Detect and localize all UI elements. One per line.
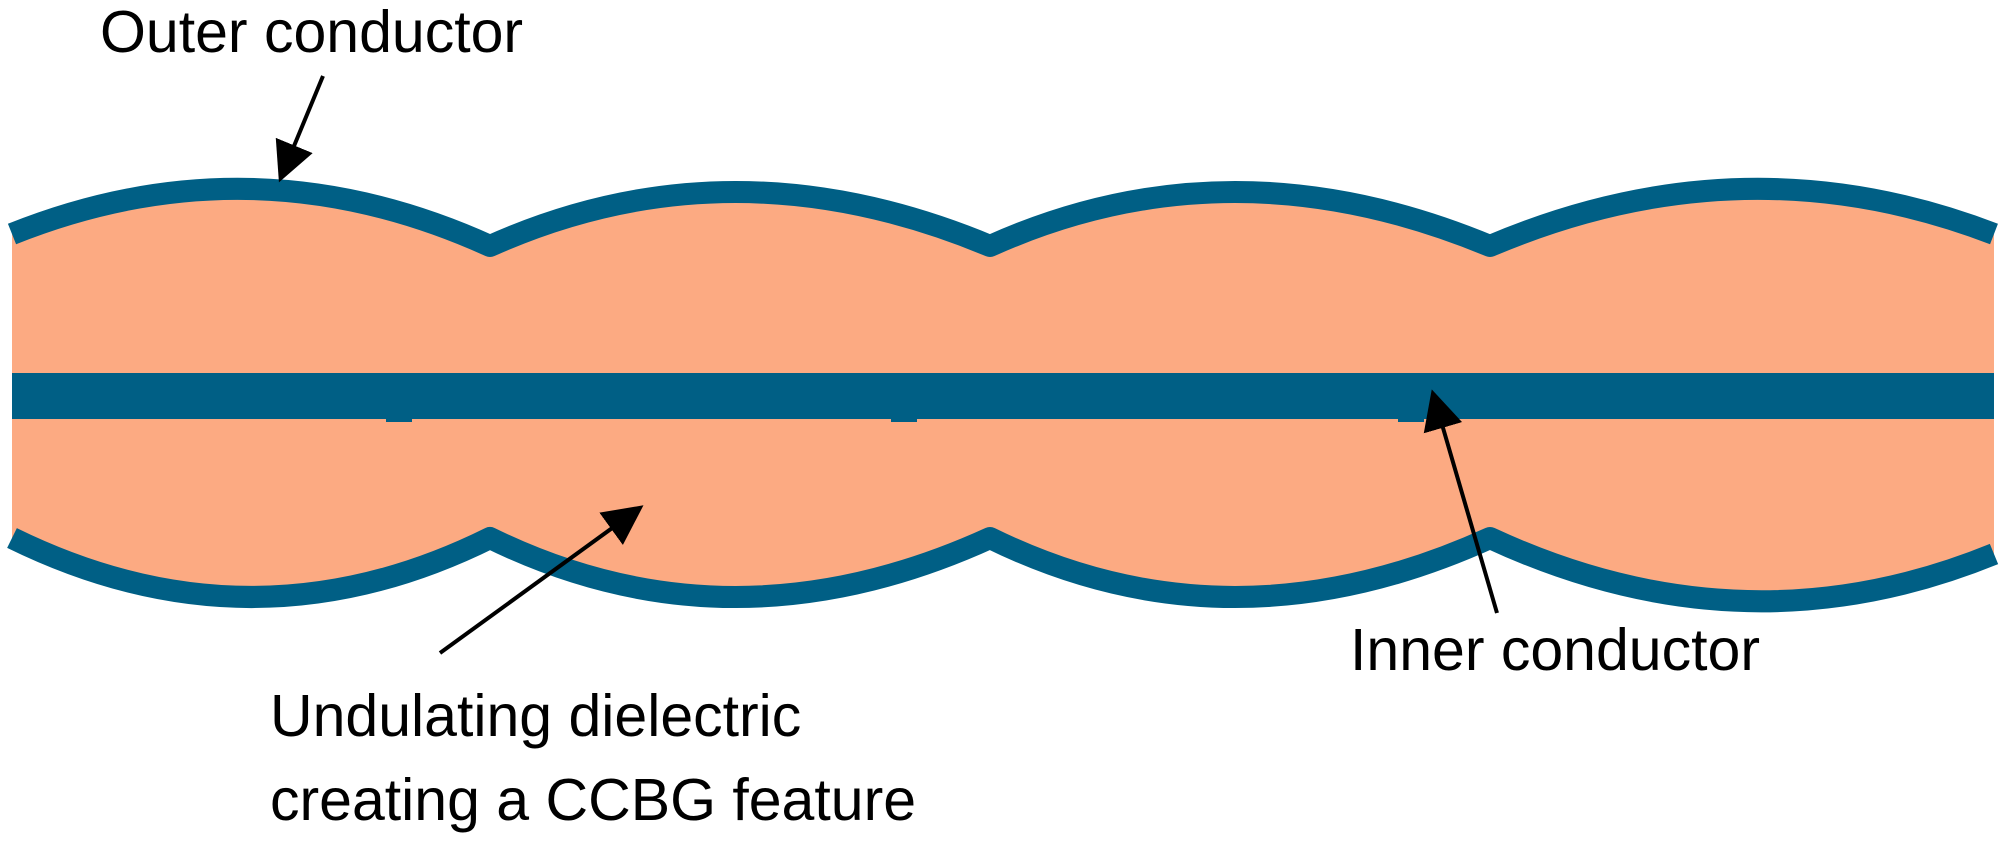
dielectric-label-line1: Undulating dielectric — [270, 683, 801, 749]
inner-conductor-notch-1 — [386, 412, 412, 422]
inner-conductor — [12, 373, 1994, 419]
outer-conductor-label: Outer conductor — [100, 0, 523, 65]
outer-conductor-arrow — [275, 75, 325, 183]
inner-conductor-arrow — [1423, 389, 1499, 614]
outer-conductor-top — [7, 177, 1998, 257]
inner-conductor-notch-2 — [891, 412, 917, 422]
inner-conductor-label: Inner conductor — [1350, 617, 1760, 683]
outer-conductor-bottom — [7, 527, 1999, 613]
dielectric-label-line2: creating a CCBG feature — [270, 767, 916, 833]
inner-conductor-notch-3 — [1398, 412, 1424, 422]
dielectric-arrow — [438, 505, 644, 655]
